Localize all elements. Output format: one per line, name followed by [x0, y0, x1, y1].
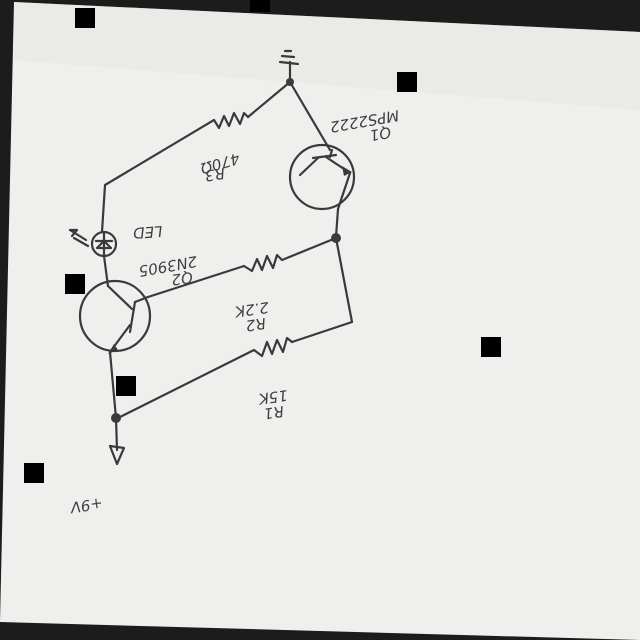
marker-square	[65, 274, 85, 294]
label-r1-name: R1	[263, 402, 285, 423]
paper-shadow	[14, 2, 640, 110]
wire-r1-left	[116, 348, 256, 420]
ground-symbol	[278, 49, 300, 82]
label-r3-name: R3	[204, 164, 226, 185]
marker-square	[24, 463, 44, 483]
wire-right	[288, 80, 332, 152]
marker-square	[116, 376, 136, 396]
junction-dot	[111, 413, 121, 423]
label-r2-name: R2	[245, 314, 267, 335]
wire-r3	[246, 80, 292, 119]
wire-r2	[280, 236, 338, 262]
label-q2-name: Q2	[170, 268, 194, 289]
marker-square	[250, 0, 270, 12]
wire-top-left	[100, 118, 216, 234]
transistor-q2	[78, 279, 152, 354]
resistor-r1	[252, 336, 294, 358]
wire-r2-left	[146, 264, 246, 299]
label-supply: +9V	[68, 494, 104, 517]
marker-square	[397, 72, 417, 92]
wire-right-lower	[290, 236, 354, 344]
transistor-q1	[288, 143, 356, 239]
label-r1-value: 15K	[257, 386, 289, 408]
resistor-r3	[212, 111, 250, 130]
label-r2-value: 2.2K	[233, 298, 270, 321]
label-q1-name: Q1	[368, 123, 392, 144]
marker-square	[75, 8, 95, 28]
label-led: LED	[132, 222, 163, 242]
marker-square	[481, 337, 501, 357]
led-symbol	[68, 228, 118, 258]
supply-arrow-icon	[108, 444, 126, 466]
resistor-r2	[242, 253, 284, 273]
